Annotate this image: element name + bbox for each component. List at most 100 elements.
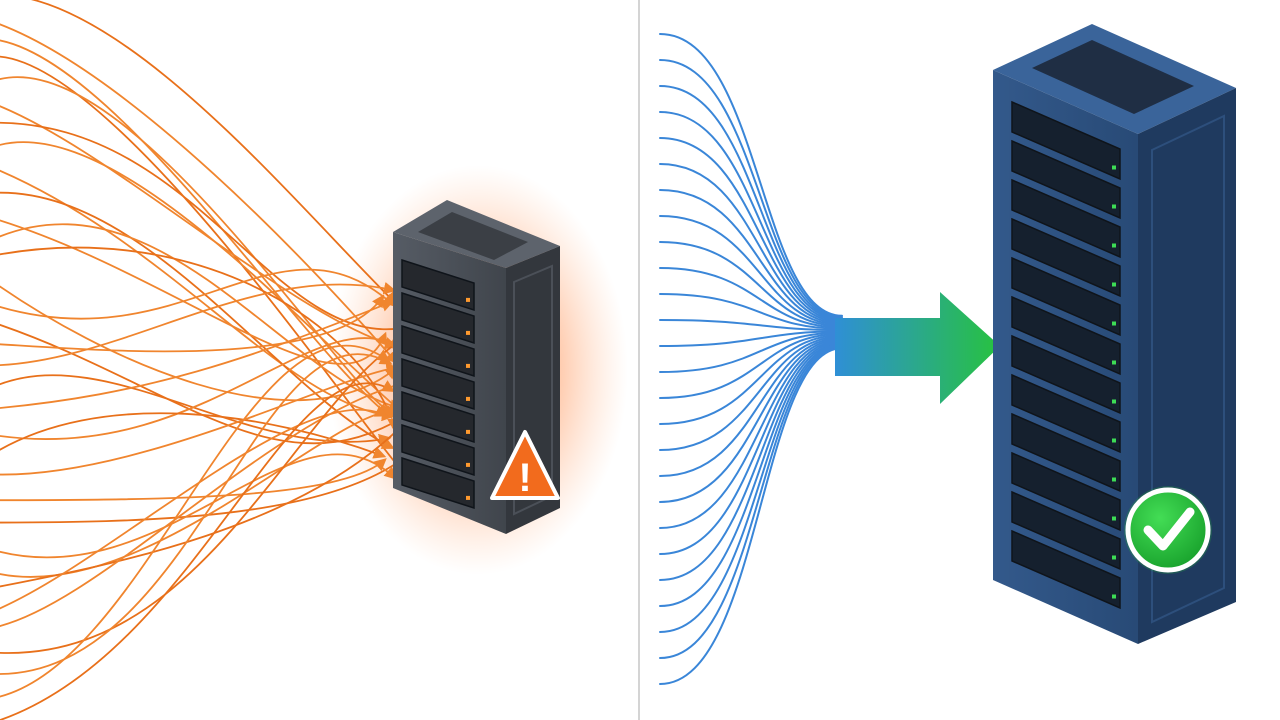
status-led (1112, 477, 1116, 482)
traffic-arrow (0, 453, 397, 559)
status-led (1112, 243, 1116, 248)
status-led (466, 495, 470, 500)
traffic-arrow (0, 455, 408, 524)
traffic-line (659, 345, 843, 659)
traffic-line (659, 319, 843, 332)
traffic-arrow (0, 405, 388, 610)
traffic-line (659, 241, 843, 328)
server-vent-grille (1032, 40, 1194, 114)
status-led (466, 297, 470, 302)
server-drive-bays (1011, 100, 1121, 610)
drive-bay (1011, 334, 1121, 415)
status-led (1112, 438, 1116, 443)
traffic-arrow (0, 282, 397, 366)
drive-bay (401, 291, 475, 345)
drive-bay (1011, 178, 1121, 259)
drive-bay (1011, 373, 1121, 454)
traffic-arrow (0, 422, 405, 588)
status-led (1112, 321, 1116, 326)
traffic-line (659, 335, 843, 451)
drive-bay (401, 357, 475, 411)
drive-bay (401, 456, 475, 510)
traffic-line (659, 339, 843, 529)
traffic-line (659, 33, 843, 317)
status-led (466, 363, 470, 368)
traffic-arrow (0, 55, 407, 476)
traffic-line (659, 293, 843, 330)
status-led (1112, 399, 1116, 404)
server-side-panel (1151, 114, 1225, 624)
status-led (1112, 204, 1116, 209)
server-vent-grille (418, 212, 528, 260)
traffic-arrow (0, 412, 387, 459)
traffic-line (659, 340, 843, 555)
traffic-arrow (0, 299, 395, 409)
status-led (1112, 516, 1116, 521)
drive-bay (401, 258, 475, 312)
drive-bay (1011, 295, 1121, 376)
warning-glyph: ! (518, 456, 531, 500)
traffic-line (659, 332, 843, 399)
status-led (1112, 555, 1116, 560)
warning-triangle-icon: ! (490, 430, 560, 500)
traffic-arrow (0, 39, 390, 416)
drive-bay (1011, 139, 1121, 220)
flow-arrow-icon (835, 292, 1000, 404)
traffic-line (659, 331, 843, 373)
traffic-arrow (30, 0, 398, 305)
drive-bay (1011, 100, 1121, 181)
traffic-arrow (0, 141, 403, 413)
traffic-line (659, 338, 843, 503)
traffic-arrow (0, 352, 393, 675)
status-led (1112, 594, 1116, 599)
traffic-line (659, 330, 843, 347)
drive-bay (1011, 529, 1121, 610)
traffic-line (659, 267, 843, 329)
traffic-arrow (0, 285, 399, 402)
traffic-arrow (0, 362, 399, 476)
drive-bay (401, 423, 475, 477)
traffic-arrow (0, 458, 387, 502)
drive-bay (1011, 412, 1121, 493)
traffic-line (659, 344, 843, 633)
traffic-line (659, 111, 843, 321)
traffic-line (659, 163, 843, 324)
traffic-arrow (0, 374, 392, 447)
status-led (1112, 360, 1116, 365)
traffic-line (659, 215, 843, 326)
chaotic-traffic-flow (0, 0, 408, 720)
traffic-line (659, 342, 843, 581)
traffic-arrow (0, 76, 398, 418)
traffic-arrow (0, 23, 398, 365)
converging-traffic-flow (659, 33, 843, 685)
traffic-arrow (0, 339, 402, 654)
status-led (466, 429, 470, 434)
traffic-arrow (0, 268, 396, 320)
traffic-arrow (0, 294, 385, 353)
traffic-line (659, 336, 843, 477)
drive-bay (1011, 256, 1121, 337)
traffic-line (659, 189, 843, 325)
traffic-line (659, 59, 843, 319)
server-drive-bays (401, 258, 475, 510)
right-panel-balanced (659, 24, 1236, 685)
drive-bay (1011, 490, 1121, 571)
traffic-line (659, 334, 843, 425)
status-led (1112, 165, 1116, 170)
traffic-line (659, 343, 843, 607)
status-led (466, 396, 470, 401)
status-led (466, 330, 470, 335)
traffic-arrow (0, 380, 396, 720)
drive-bay (401, 324, 475, 378)
traffic-line (659, 137, 843, 322)
traffic-arrow (0, 379, 408, 627)
traffic-arrow (0, 344, 391, 698)
traffic-arrow (0, 169, 395, 422)
traffic-arrow (0, 219, 388, 365)
left-panel-overloaded: ! (0, 0, 628, 720)
status-led (1112, 282, 1116, 287)
traffic-line (659, 347, 843, 685)
drive-bay (1011, 217, 1121, 298)
